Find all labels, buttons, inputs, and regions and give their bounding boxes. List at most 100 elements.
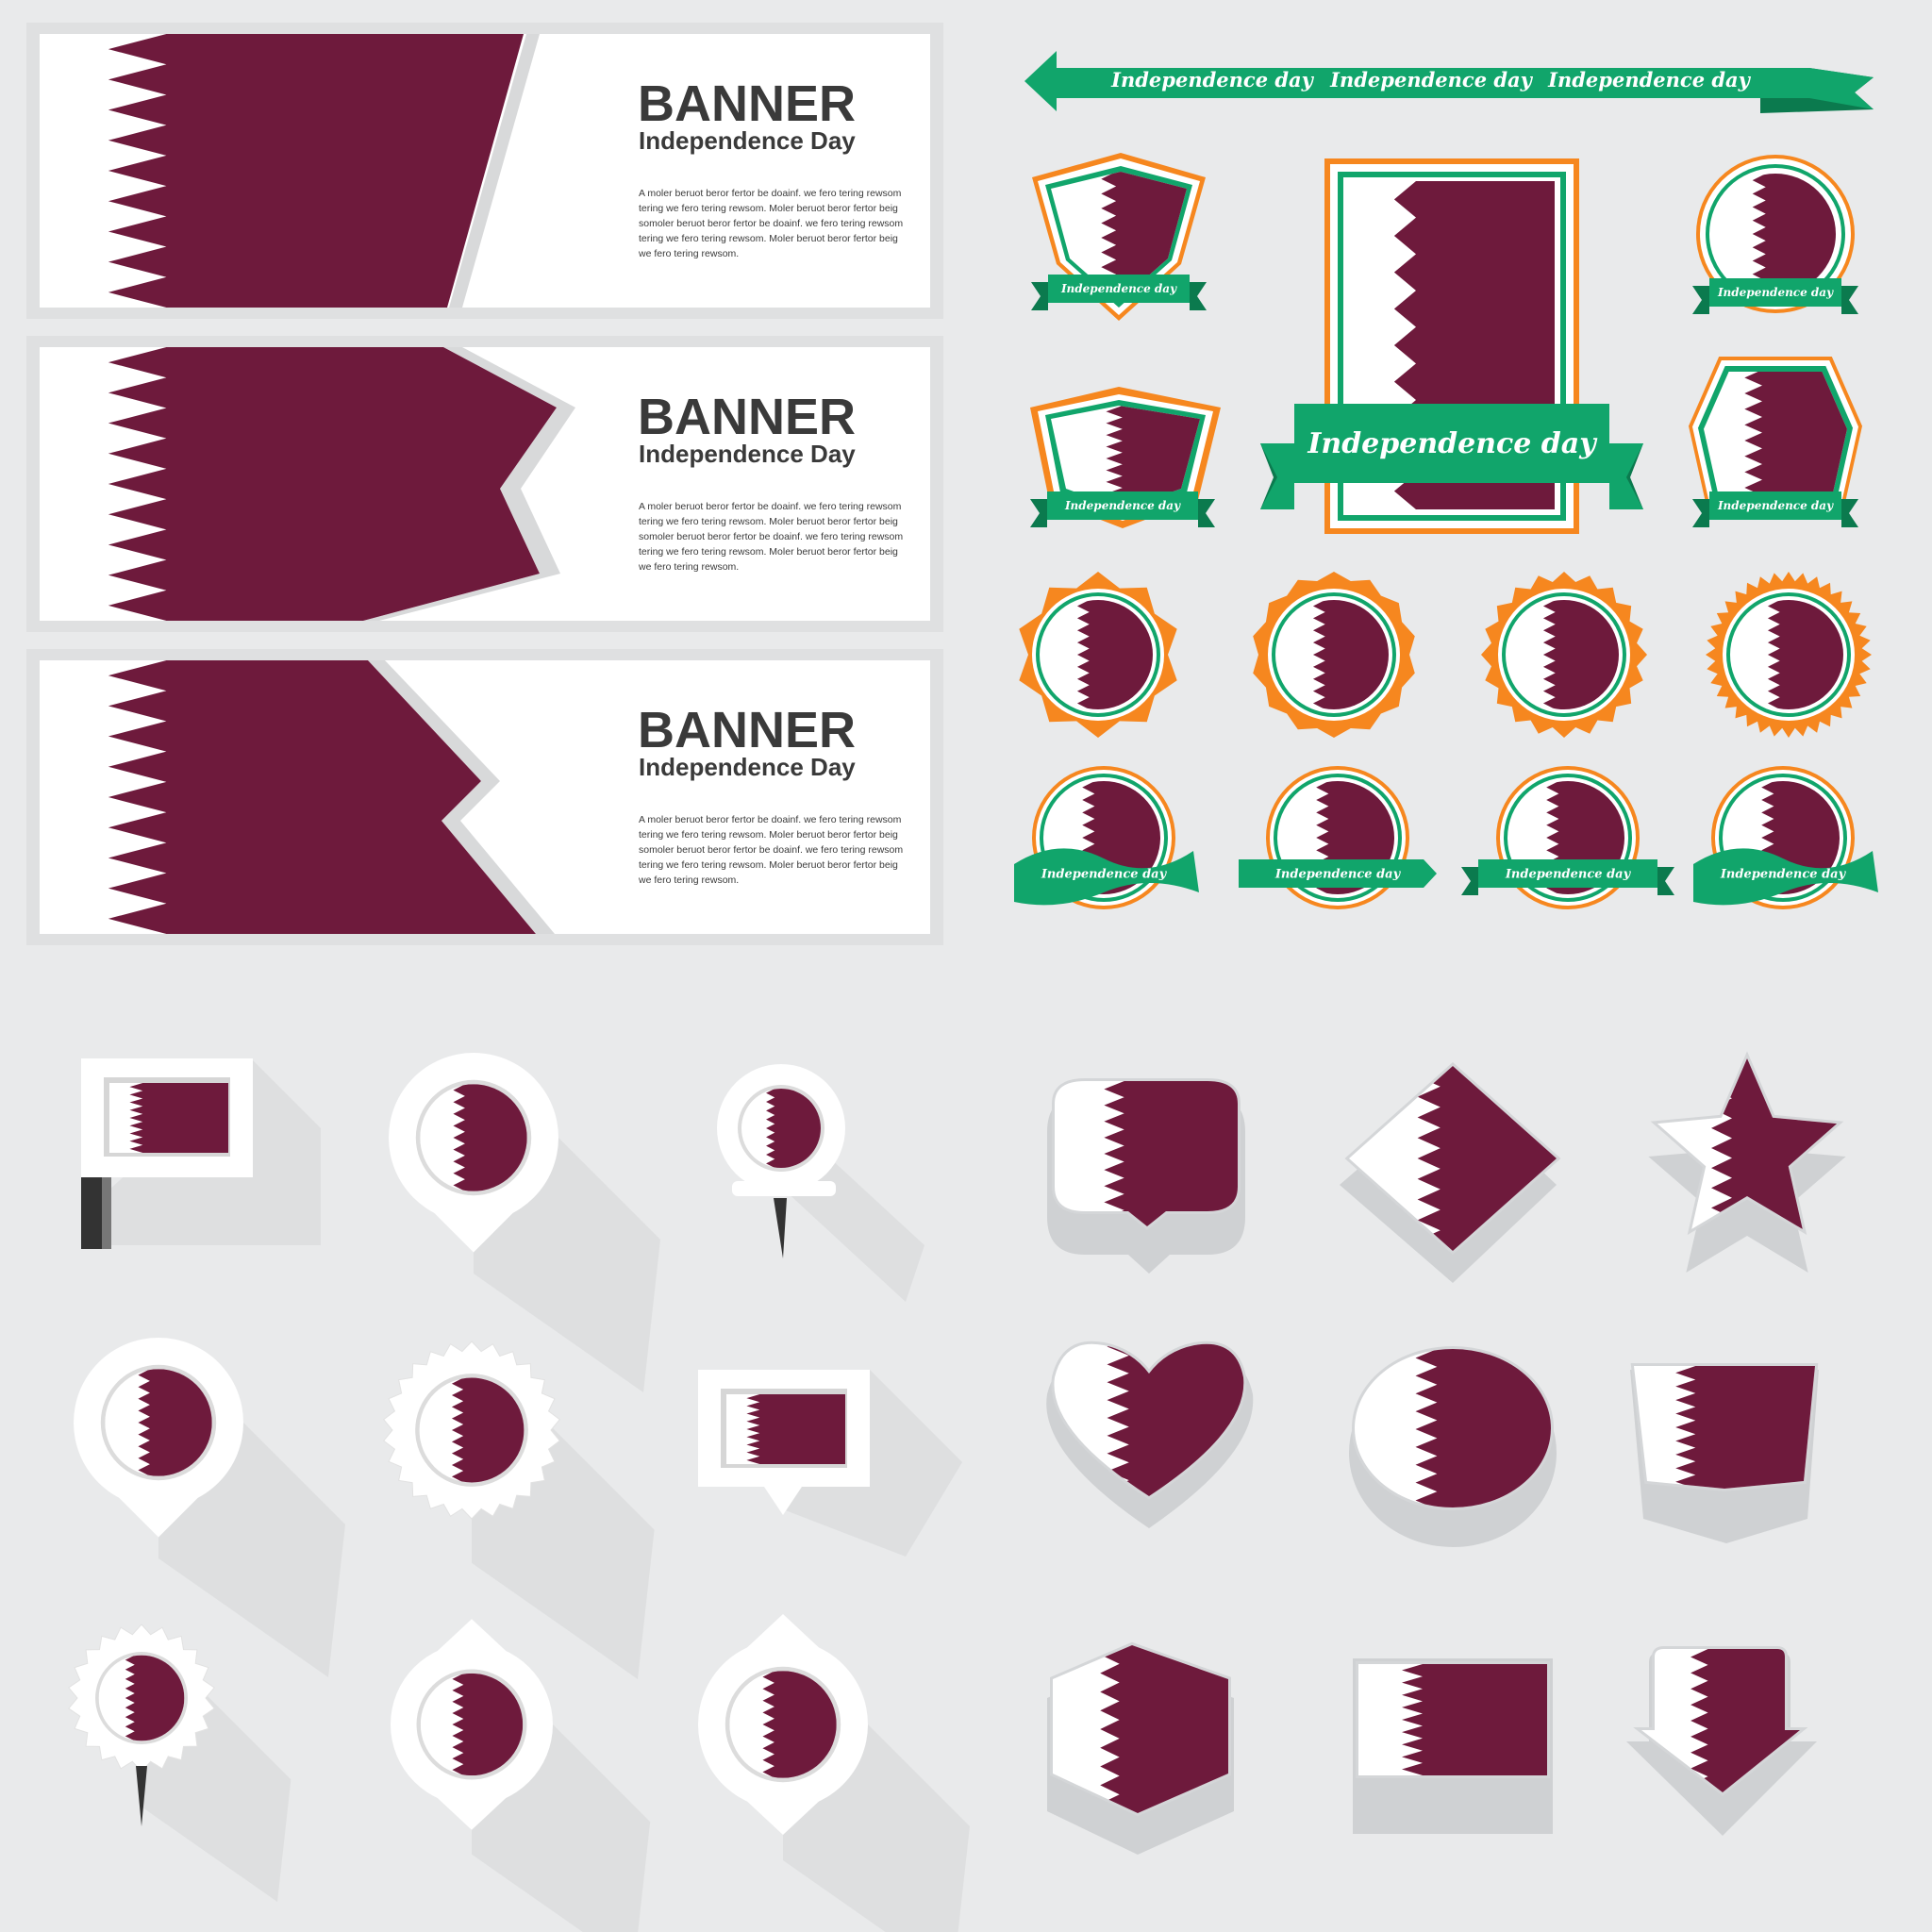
- ribbon-circle-badge-1: Independence day: [1014, 766, 1199, 909]
- qatar-flag: [1051, 406, 1200, 509]
- rectangle-icon: [1353, 1658, 1553, 1834]
- seal-tack-icon-flag: [98, 1655, 185, 1741]
- flag-maroon-field: [1106, 406, 1200, 509]
- flag-maroon-field: [108, 34, 524, 308]
- star-icon: [1648, 1051, 1846, 1273]
- ribbon-circle-badge-4: Independence day: [1693, 766, 1878, 909]
- crest-badge: Independence day: [1030, 387, 1221, 528]
- badge-ribbon: Independence day: [1692, 491, 1858, 527]
- banner-body-line: we fero tering rewsom.: [638, 248, 739, 259]
- banner-title: BANNER: [638, 75, 856, 132]
- badge-ribbon: Independence day: [1031, 275, 1207, 310]
- rosette-badge-1: [1019, 572, 1177, 738]
- flag-maroon-field: [1415, 1349, 1551, 1507]
- hexagon-icon-flag: [1053, 1645, 1228, 1813]
- badge-ribbon: Independence day: [1461, 859, 1674, 895]
- qatar-flag: [98, 1655, 185, 1741]
- icons-group: [68, 1051, 1846, 1932]
- teardrop-pin-icon-flag: [729, 1671, 837, 1778]
- large-frame-label: Independence day: [1307, 427, 1598, 460]
- qatar-flag: [1704, 372, 1847, 494]
- map-marker-icon: [74, 1338, 345, 1677]
- flag-maroon-field: [1107, 1343, 1244, 1496]
- flag-maroon-field: [1402, 1664, 1547, 1775]
- seal-pin-icon-flag: [419, 1377, 525, 1483]
- arrow-down-icon: [1626, 1646, 1817, 1836]
- ribbon-label-1: Independence day: [1110, 68, 1315, 92]
- crest-flag: [1051, 406, 1200, 509]
- ribbon-label-2: Independence day: [1329, 68, 1534, 92]
- flag-maroon-field: [1076, 600, 1153, 709]
- qatar-flag: [1355, 1349, 1551, 1507]
- banner-body-line: somoler beruot beror fertor be doainf. w…: [639, 844, 903, 856]
- flag-maroon-field: [766, 1089, 821, 1168]
- flag-maroon-field: [1312, 600, 1389, 709]
- qatar-flag: [40, 347, 557, 621]
- qatar-flag: [1358, 1664, 1547, 1775]
- long-shadow: [783, 1370, 962, 1557]
- qatar-flag: [726, 1394, 845, 1464]
- banner-subtitle: Independence Day: [639, 440, 856, 468]
- ribbon-circle-badge-3: Independence day: [1461, 766, 1674, 909]
- qatar-flag: [729, 1671, 837, 1778]
- flag-maroon-field: [451, 1377, 525, 1483]
- badge-ribbon-label: Independence day: [1274, 868, 1402, 882]
- diamond-icon: [1340, 1061, 1561, 1283]
- circle-flag: [1734, 600, 1843, 709]
- qatar-flag: [1043, 600, 1153, 709]
- circle-flag: [1043, 600, 1153, 709]
- leaf-pin-icon-flag: [420, 1673, 524, 1776]
- banner-title: BANNER: [638, 389, 856, 445]
- ribbon-arrow-tail-front: [1809, 68, 1874, 109]
- ribbon-arrow: Independence day Independence day Indepe…: [1024, 51, 1874, 113]
- hexagon-icon: [1047, 1641, 1234, 1855]
- badge-ribbon: Independence day: [1693, 848, 1878, 906]
- qatar-flag: [1634, 1366, 1815, 1489]
- flag-maroon-field: [762, 1671, 837, 1778]
- shield-badge: Independence day: [1031, 153, 1207, 321]
- qatar-flag: [1053, 1645, 1228, 1813]
- banner-body-line: somoler beruot beror fertor be doainf. w…: [639, 531, 903, 542]
- badge-ribbon-label: Independence day: [1064, 499, 1181, 512]
- qatar-flag: [1715, 174, 1836, 294]
- banner-body-line: tering we fero tering rewsom. Moler beru…: [639, 829, 898, 841]
- ribbon-label-3: Independence day: [1547, 68, 1752, 92]
- rosette-badge-2: [1253, 572, 1415, 738]
- badge-ribbon: Independence day: [1239, 859, 1437, 888]
- seal-tack-icon: [68, 1624, 291, 1902]
- leaf-pin-icon: [391, 1619, 651, 1932]
- badge-ribbon: Independence day: [1692, 278, 1858, 314]
- drop-pin-icon: [389, 1053, 660, 1392]
- flag-maroon-field: [1767, 600, 1843, 709]
- qatar-flag: [40, 34, 524, 308]
- banner-subtitle: Independence Day: [639, 753, 856, 781]
- speech-flag-icon: [698, 1370, 962, 1557]
- flag-maroon-field: [129, 1083, 228, 1153]
- flag-maroon-field: [1542, 600, 1619, 709]
- qatar-flag: [1055, 1081, 1238, 1226]
- flag-pole-icon: [81, 1058, 321, 1249]
- qatar-flag: [105, 1369, 212, 1476]
- badge-ribbon-label: Independence day: [1717, 499, 1834, 512]
- circle-flag: [1279, 600, 1389, 709]
- shield-icon-flag: [1634, 1366, 1815, 1489]
- map-marker-icon-flag: [105, 1369, 212, 1476]
- flag-maroon-field: [1744, 372, 1847, 494]
- banner-body-line: tering we fero tering rewsom. Moler beru…: [639, 516, 898, 527]
- flag-maroon-field: [108, 347, 557, 621]
- banner-body-line: tering we fero tering rewsom. Moler beru…: [639, 859, 898, 871]
- badge-ribbon: Independence day: [1014, 848, 1199, 906]
- drop-pin-icon-flag: [420, 1084, 527, 1191]
- banner-body-line: tering we fero tering rewsom. Moler beru…: [639, 546, 898, 558]
- flag-maroon-field: [452, 1673, 524, 1776]
- qatar-flag: [419, 1377, 525, 1483]
- badge-ribbon: Independence day: [1030, 491, 1215, 527]
- banner-body-line: we fero tering rewsom.: [638, 874, 739, 886]
- flag-maroon-field: [1100, 1645, 1228, 1813]
- qatar-flag: [420, 1673, 524, 1776]
- diamond-icon-flag: [1349, 1066, 1557, 1251]
